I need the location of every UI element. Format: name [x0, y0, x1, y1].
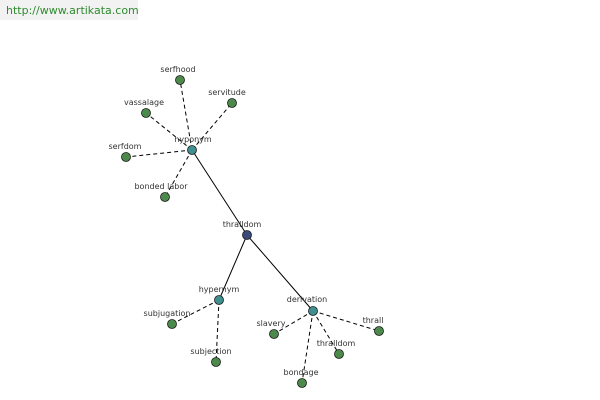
- edge-hypernym-subjugation: [171, 299, 220, 325]
- edge-derivation-thralldom-2: [312, 310, 340, 355]
- node-servitude-dot[interactable]: [227, 98, 237, 108]
- node-subjection[interactable]: subjection: [190, 347, 232, 367]
- node-hypernym-label[interactable]: hypernym: [199, 285, 240, 294]
- node-serfhood-dot[interactable]: [175, 75, 185, 85]
- graph-edges: [125, 79, 380, 384]
- node-serfhood[interactable]: serfhood: [160, 65, 196, 85]
- node-serfdom-label[interactable]: serfdom: [109, 142, 142, 151]
- node-subjugation-dot[interactable]: [167, 319, 177, 329]
- node-bondage-label[interactable]: bondage: [283, 368, 318, 377]
- node-slavery[interactable]: slavery: [257, 319, 286, 339]
- node-serfdom[interactable]: serfdom: [109, 142, 142, 162]
- node-hypernym-dot[interactable]: [214, 295, 224, 305]
- node-bondage-dot[interactable]: [297, 378, 307, 388]
- node-derivation-dot[interactable]: [308, 306, 318, 316]
- node-hyponym-dot[interactable]: [187, 145, 197, 155]
- node-subjugation-label[interactable]: subjugation: [144, 309, 191, 318]
- node-hyponym-label[interactable]: hyponym: [174, 135, 212, 144]
- edge-hyponym-serfhood: [179, 79, 193, 151]
- node-subjection-label[interactable]: subjection: [190, 347, 231, 356]
- node-thralldom-label[interactable]: thralldom: [223, 220, 262, 229]
- graph-nodes: thralldom hyponym hypernym derivation serfho…: [109, 65, 384, 388]
- node-subjection-dot[interactable]: [211, 357, 221, 367]
- edge-thralldom-derivation: [246, 234, 314, 312]
- url-banner: http://www.artikata.com: [0, 0, 139, 20]
- edge-hyponym-servitude: [191, 102, 233, 151]
- node-thralldom-2-label[interactable]: thralldom: [317, 339, 356, 348]
- node-serfdom-dot[interactable]: [121, 152, 131, 162]
- node-thralldom[interactable]: thralldom: [223, 220, 262, 240]
- edge-hypernym-subjection: [215, 299, 220, 363]
- node-thralldom-2[interactable]: thralldom: [317, 339, 356, 359]
- node-vassalage-label[interactable]: vassalage: [124, 98, 164, 107]
- node-serfhood-label[interactable]: serfhood: [160, 65, 195, 74]
- node-thrall-label[interactable]: thrall: [363, 316, 384, 325]
- node-slavery-label[interactable]: slavery: [257, 319, 286, 328]
- edge-hyponym-serfdom: [125, 149, 193, 158]
- node-derivation[interactable]: derivation: [287, 295, 327, 316]
- node-thralldom-2-dot[interactable]: [334, 349, 344, 359]
- node-thrall[interactable]: thrall: [363, 316, 384, 336]
- node-servitude-label[interactable]: servitude: [208, 88, 246, 97]
- edge-derivation-thrall: [312, 310, 380, 332]
- node-thrall-dot[interactable]: [374, 326, 384, 336]
- node-subjugation[interactable]: subjugation: [144, 309, 191, 329]
- edge-derivation-bondage: [301, 310, 314, 384]
- node-bonded-labor-dot[interactable]: [160, 192, 170, 202]
- edge-thralldom-hyponym: [191, 149, 248, 236]
- node-thralldom-dot[interactable]: [242, 230, 252, 240]
- edge-hyponym-vassalage: [145, 112, 193, 151]
- node-hypernym[interactable]: hypernym: [199, 285, 240, 305]
- node-vassalage-dot[interactable]: [141, 108, 151, 118]
- node-bonded-labor-label[interactable]: bonded labor: [134, 182, 188, 191]
- node-servitude[interactable]: servitude: [208, 88, 246, 108]
- edge-thralldom-hypernym: [218, 234, 248, 301]
- node-bonded-labor[interactable]: bonded labor: [134, 182, 188, 202]
- node-derivation-label[interactable]: derivation: [287, 295, 327, 304]
- edge-derivation-slavery: [273, 310, 314, 335]
- node-vassalage[interactable]: vassalage: [124, 98, 164, 118]
- node-slavery-dot[interactable]: [269, 329, 279, 339]
- node-hyponym[interactable]: hyponym: [174, 135, 212, 155]
- site-url-link[interactable]: http://www.artikata.com: [6, 4, 139, 17]
- node-bondage[interactable]: bondage: [283, 368, 319, 388]
- edge-hyponym-bonded-labor: [164, 149, 193, 198]
